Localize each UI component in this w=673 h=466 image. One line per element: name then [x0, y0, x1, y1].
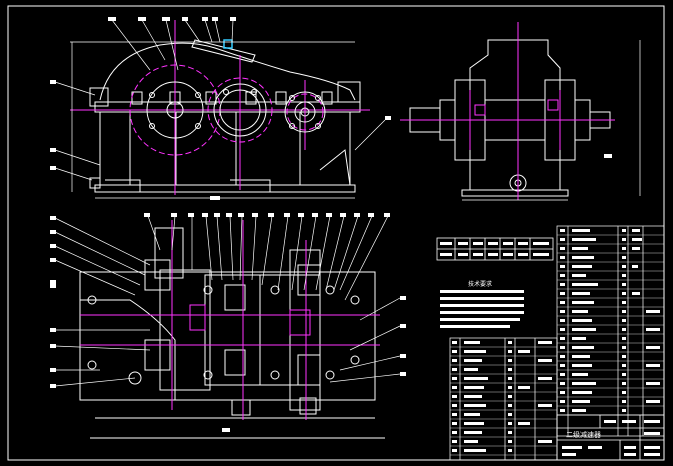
- parts-list-lower: [449, 337, 558, 461]
- top-view-tags: [50, 213, 406, 432]
- vent-plug-icon: [223, 39, 233, 49]
- tech-characteristics-cells: [440, 242, 549, 256]
- tech-characteristics-table: [436, 237, 554, 261]
- top-view-leaders: [54, 215, 401, 387]
- parts-list-upper: [556, 225, 665, 437]
- side-view-centerlines: [400, 22, 615, 200]
- parts-list-lower-text: [452, 341, 552, 452]
- parts-list-lower-rows: [450, 346, 557, 456]
- tech-requirements-lines: [440, 290, 524, 328]
- title-block-text: [562, 420, 660, 456]
- sheet-frame: [7, 5, 665, 461]
- front-view-gear-outlines: [146, 81, 326, 139]
- top-view: [79, 227, 385, 439]
- drawing-name: 二级减速器: [566, 430, 601, 439]
- title-block: [556, 414, 665, 461]
- parts-list-upper-text: [560, 229, 660, 412]
- side-view-dims: [462, 40, 641, 201]
- tech-requirements-heading: 技术要求: [468, 280, 492, 288]
- side-view-tag: [604, 154, 612, 158]
- top-view-hatch: [80, 220, 380, 420]
- side-view: [409, 39, 611, 197]
- parts-list-upper-rows: [557, 234, 664, 416]
- front-view-leaders: [54, 19, 386, 199]
- front-view-tags: [50, 17, 391, 200]
